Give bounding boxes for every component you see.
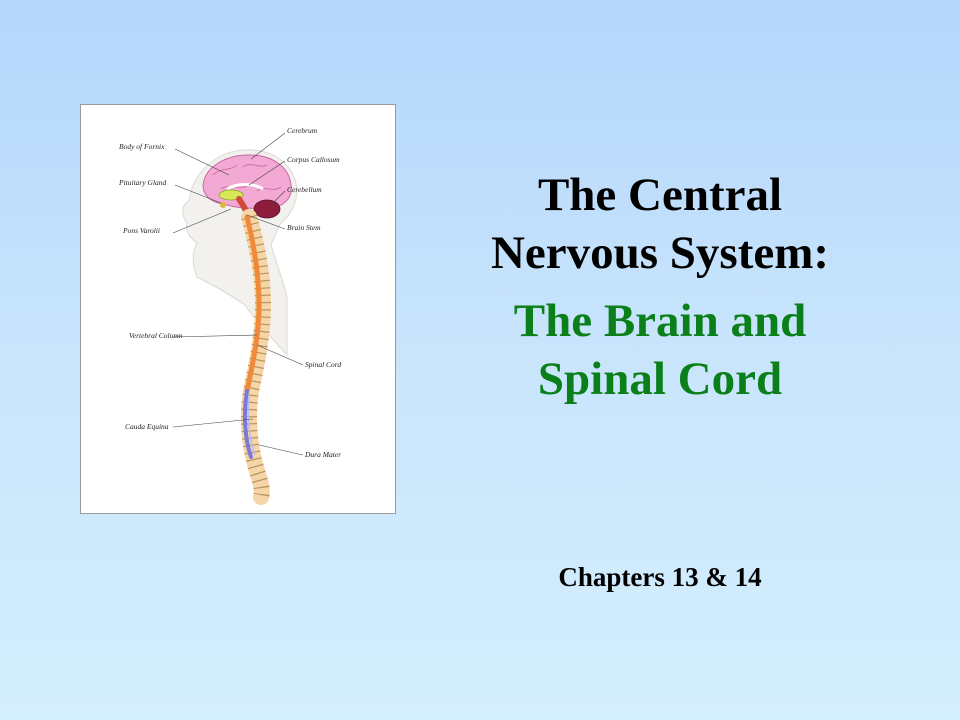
- pituitary-gland-shape: [220, 202, 226, 208]
- label-brain-stem: Brain Stem: [287, 223, 321, 232]
- label-body-of-fornix: Body of Fornix: [119, 142, 165, 151]
- brain-corpus-callosum: [226, 183, 264, 191]
- subtitle-line-2: Spinal Cord: [537, 353, 783, 405]
- title-line-2: Nervous System:: [490, 227, 830, 279]
- label-dura-mater: Dura Mater: [304, 450, 341, 459]
- chapters-text: Chapters 13 & 14: [558, 562, 762, 592]
- subtitle-line-1: The Brain and: [513, 295, 807, 347]
- label-spinal-cord: Spinal Cord: [305, 360, 341, 369]
- spinal-cord-shape: [244, 214, 262, 394]
- nervous-system-diagram: Body of Fornix Pituitary Gland Pons Varo…: [118, 126, 341, 505]
- label-cauda-equina: Cauda Equina: [125, 422, 169, 431]
- brain-cerebellum: [253, 199, 281, 219]
- title-line-1: The Central: [537, 169, 783, 221]
- label-cerebrum: Cerebrum: [287, 126, 318, 135]
- cauda-equina-shape: [242, 389, 253, 459]
- label-corpus-callosum: Corpus Callosum: [287, 155, 340, 164]
- slide-title: The Central Nervous System:: [410, 166, 910, 282]
- label-pons-varolii: Pons Varolii: [122, 226, 160, 235]
- title-block: The Central Nervous System: The Brain an…: [410, 166, 910, 408]
- slide-subtitle: The Brain and Spinal Cord: [410, 292, 910, 408]
- vertebral-column: [241, 209, 272, 505]
- nervous-system-figure: Body of Fornix Pituitary Gland Pons Varo…: [80, 104, 396, 514]
- label-vertebral-column: Vertebral Column: [129, 331, 183, 340]
- label-cerebellum: Cerebellum: [287, 185, 322, 194]
- label-pituitary-gland: Pituitary Gland: [118, 178, 167, 187]
